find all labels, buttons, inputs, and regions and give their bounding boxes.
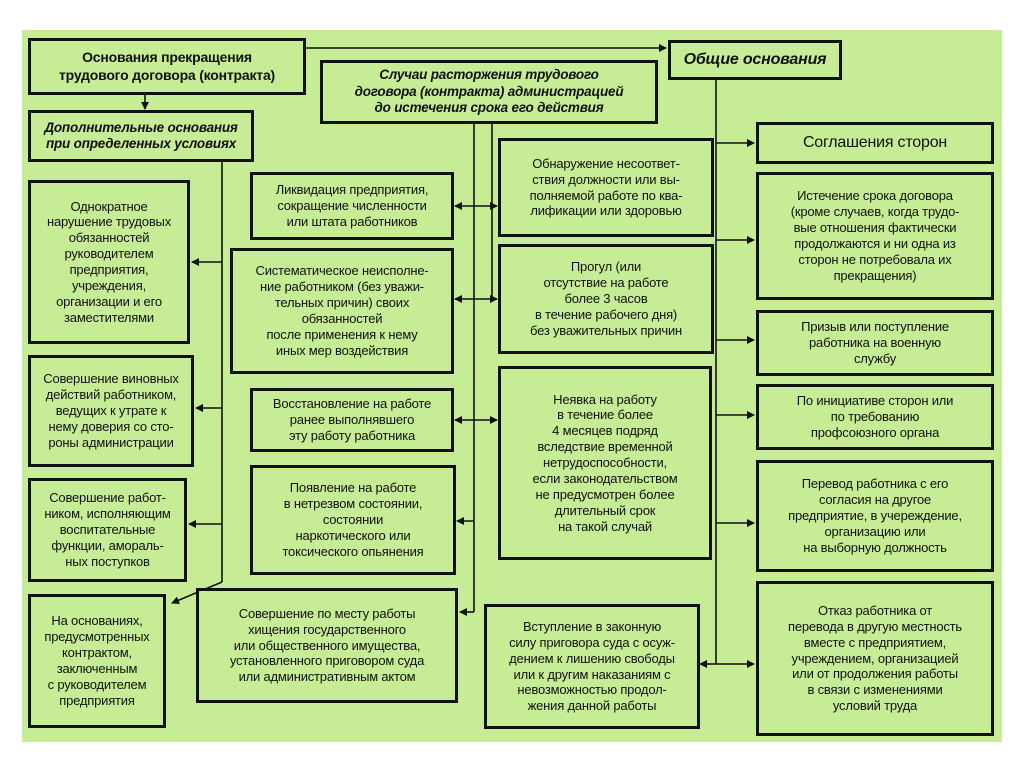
admin-right-item-1: Обнаружение несоответ- ствия должности и…: [498, 138, 714, 237]
admin-left-item-5: Совершение по месту работы хищения госуд…: [196, 588, 458, 703]
additional-item-1: Однократное нарушение трудовых обязаннос…: [28, 180, 190, 344]
admin-left-item-3: Восстановление на работе ранее выполнявш…: [250, 388, 454, 452]
additional-item-4: На основаниях, предусмотренных контракто…: [28, 594, 166, 728]
admin-right-item-4: Вступление в законную силу приговора суд…: [484, 604, 700, 729]
general-item-4: По инициативе сторон или по требованию п…: [756, 384, 994, 450]
admin-left-item-1: Ликвидация предприятия, сокращение числе…: [250, 172, 454, 240]
general-item-6: Отказ работника от перевода в другую мес…: [756, 581, 994, 736]
additional-item-3: Совершение работ- ником, исполняющим вос…: [28, 478, 187, 582]
admin-left-item-2: Систематическое неисполне- ние работнико…: [230, 248, 454, 374]
general-item-1: Соглашения сторон: [756, 122, 994, 164]
general-item-5: Перевод работника с его согласия на друг…: [756, 460, 994, 572]
admin-right-item-2: Прогул (или отсутствие на работе более 3…: [498, 244, 714, 354]
additional-header-node: Дополнительные основания при определенны…: [28, 110, 254, 162]
admin-right-item-3: Неявка на работу в течение более 4 месяц…: [498, 366, 712, 560]
admin-header-node: Случаи расторжения трудового договора (к…: [320, 60, 658, 124]
root-node: Основания прекращения трудового договора…: [28, 38, 306, 95]
admin-left-item-4: Появление на работе в нетрезвом состояни…: [250, 465, 456, 575]
general-header-node: Общие основания: [668, 40, 842, 80]
general-item-2: Истечение срока договора (кроме случаев,…: [756, 172, 994, 300]
general-item-3: Призыв или поступление работника на воен…: [756, 310, 994, 376]
additional-item-2: Совершение виновных действий работником,…: [28, 355, 194, 467]
